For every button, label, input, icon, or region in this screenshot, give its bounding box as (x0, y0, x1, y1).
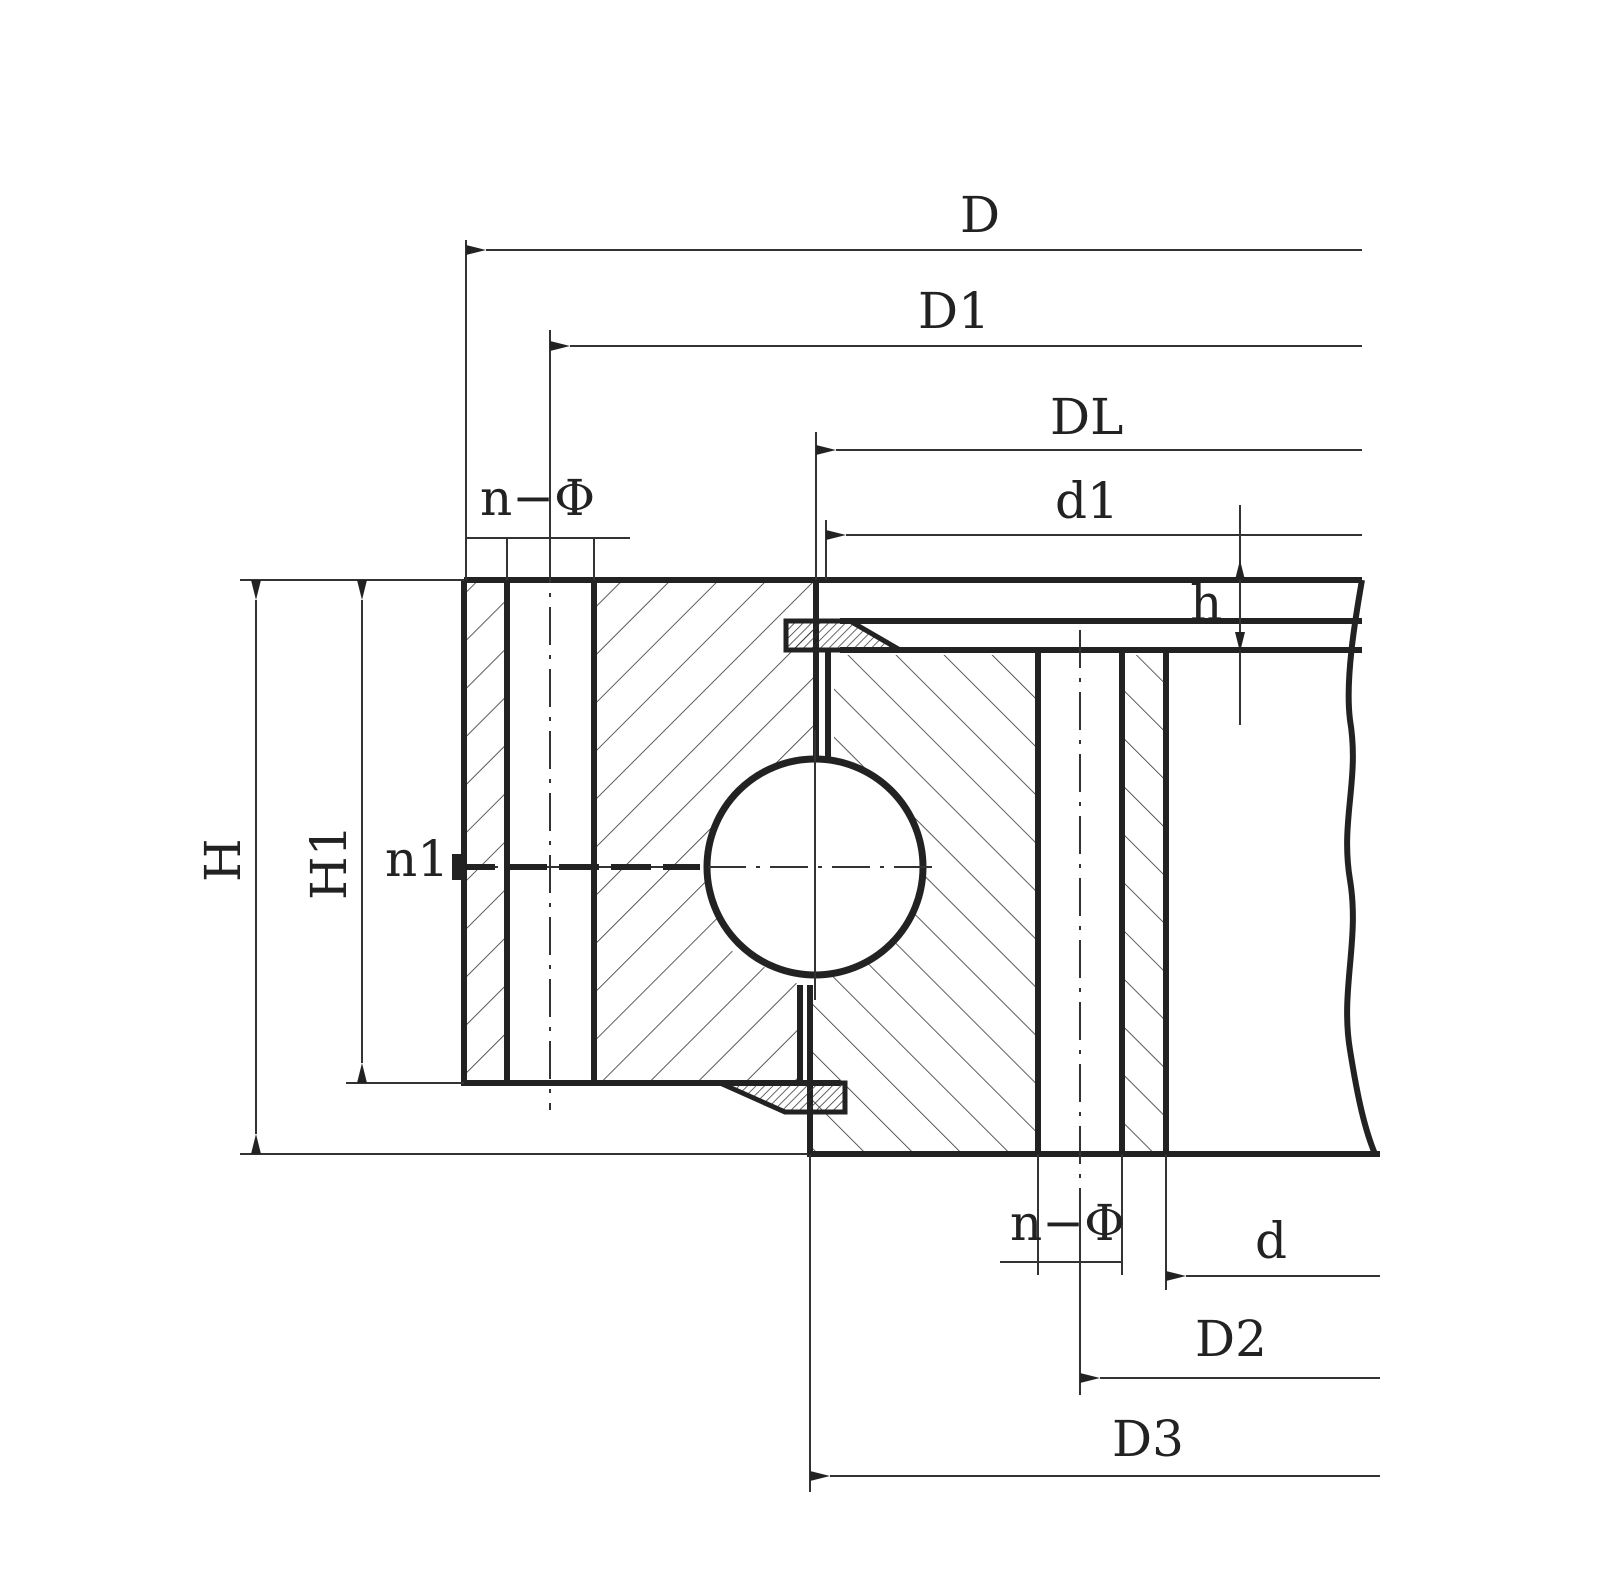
label-D2: D2 (1195, 1310, 1267, 1368)
center-lines (452, 545, 1081, 1190)
seal-bottom (718, 1080, 848, 1115)
labels: D D1 DL d1 n−Φ h H H1 n1 n−Φ d D2 D3 (194, 186, 1287, 1468)
label-H1: H1 (300, 825, 358, 900)
dimension-lines (240, 240, 1380, 1492)
lube-nipple-icon (452, 854, 462, 880)
seal-top (783, 618, 910, 653)
label-D: D (960, 186, 1000, 244)
label-d1: d1 (1055, 472, 1119, 530)
label-n-phi-top: n−Φ (480, 469, 595, 527)
label-D1: D1 (918, 282, 990, 340)
label-d: d (1255, 1212, 1287, 1270)
inner-ring (797, 577, 1380, 1157)
label-DL: DL (1050, 388, 1123, 446)
label-n1: n1 (385, 830, 449, 888)
label-H: H (194, 838, 252, 882)
label-D3: D3 (1112, 1410, 1184, 1468)
label-n-phi-bottom: n−Φ (1010, 1194, 1125, 1252)
label-h: h (1190, 574, 1222, 632)
